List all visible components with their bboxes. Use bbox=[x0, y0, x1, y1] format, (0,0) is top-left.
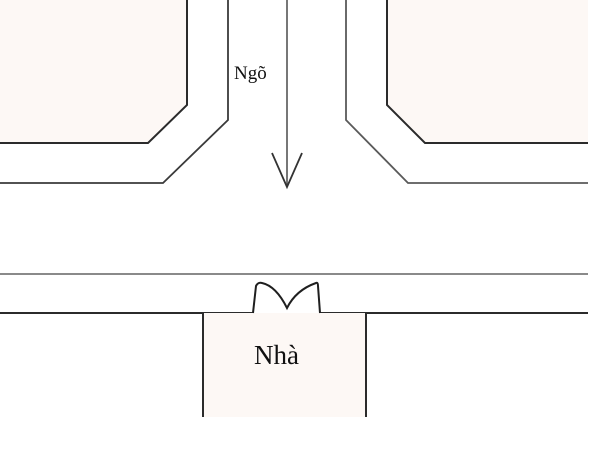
house-label: Nhà bbox=[254, 340, 299, 370]
house-fill bbox=[203, 313, 366, 417]
house-gate-icon bbox=[252, 281, 321, 314]
block-top-right-inner-outline bbox=[386, 0, 588, 144]
block-top-left-outer-outline bbox=[0, 0, 229, 184]
block-top-right-outer-outline bbox=[345, 0, 588, 184]
block-top-left-fill bbox=[0, 0, 187, 143]
block-top-right-fill bbox=[387, 0, 588, 143]
road bbox=[0, 273, 588, 314]
lane-direction-arrow bbox=[271, 0, 303, 190]
block-top-left bbox=[0, 0, 229, 184]
house bbox=[202, 281, 367, 417]
block-top-left-inner-outline bbox=[0, 0, 188, 144]
arrow-head-icon bbox=[271, 152, 303, 190]
lane-label: Ngõ bbox=[234, 63, 267, 84]
block-top-right bbox=[345, 0, 588, 184]
